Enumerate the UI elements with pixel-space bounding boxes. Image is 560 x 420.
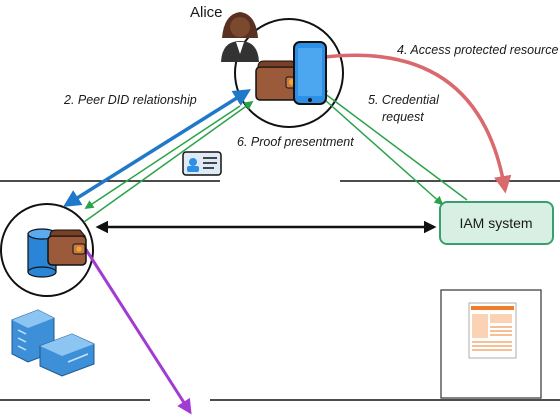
id-card-icon [182,151,222,176]
alice-label: Alice [190,4,223,21]
step-2-label: 2. Peer DID relationship [63,93,197,107]
person-icon [221,12,259,62]
iam-system-label: IAM system [459,215,532,231]
issue-credential-arrow-up [83,100,254,223]
credential-request-arrow [318,88,468,201]
wallet-icon [255,60,301,101]
smartphone-icon [293,41,327,105]
step-4-label: 4. Access protected resource [397,43,558,57]
proof-presentment-arrow [324,99,444,206]
iam-system-box[interactable] [439,201,554,245]
step-6-label: 6. Proof presentment [237,135,354,149]
step-5-label-line2: request [382,110,424,124]
access-resource-arrow [324,53,512,194]
document-icon [468,302,517,359]
wallet-icon [47,229,87,266]
outbound-purple-arrow [83,247,192,415]
building-icon [11,309,95,377]
step-5-label-line1: 5. Credential [368,93,440,107]
peer-did-arrow [63,89,251,207]
